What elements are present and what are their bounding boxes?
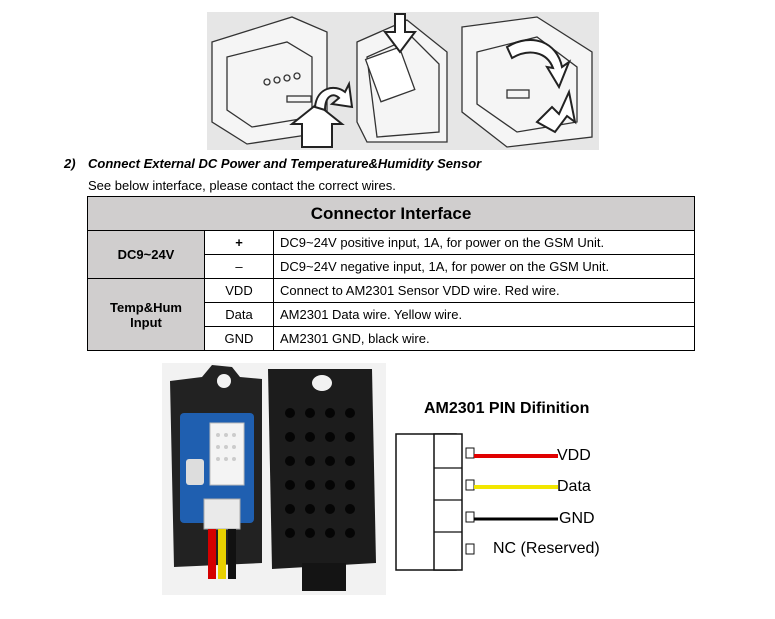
group-dc-power: DC9~24V xyxy=(87,230,205,279)
sim-install-illustration xyxy=(207,12,599,150)
arrow-up-icon xyxy=(289,80,354,148)
pin-cell: + xyxy=(204,230,274,255)
arrow-down-icon xyxy=(383,13,417,54)
closed-sensor-housing xyxy=(268,369,376,591)
table-row: GND AM2301 GND, black wire. xyxy=(88,326,695,351)
section-heading: 2) Connect External DC Power and Temperat… xyxy=(64,156,481,171)
table-title-row: Connector Interface xyxy=(87,196,695,231)
section-number: 2) xyxy=(64,156,76,171)
table-row: Temp&Hum Input VDD Connect to AM2301 Sen… xyxy=(87,278,695,351)
pin-connector-diagram xyxy=(395,433,558,571)
description-cell: AM2301 GND, black wire. xyxy=(273,326,695,351)
group-temp-hum: Temp&Hum Input xyxy=(87,278,205,351)
section-heading-text: Connect External DC Power and Temperatur… xyxy=(88,156,482,171)
pin-definition-title: AM2301 PIN Difinition xyxy=(424,400,590,417)
pin-cell: – xyxy=(204,254,274,279)
rotate-arrow-icon xyxy=(505,38,577,134)
pin-cell: GND xyxy=(204,326,274,351)
table-row: DC9~24V + DC9~24V positive input, 1A, fo… xyxy=(87,230,695,279)
table-title: Connector Interface xyxy=(87,196,695,231)
description-cell: AM2301 Data wire. Yellow wire. xyxy=(273,302,695,327)
group-temp-hum-label: Temp&Hum Input xyxy=(110,299,182,330)
pin-cell: Data xyxy=(204,302,274,327)
description-cell: DC9~24V positive input, 1A, for power on… xyxy=(273,230,695,255)
open-sensor-housing xyxy=(170,365,262,579)
pin-label-vdd: VDD xyxy=(557,447,591,464)
pin-label-data: Data xyxy=(557,478,591,495)
connector-interface-table: Connector Interface DC9~24V + DC9~24V po… xyxy=(87,196,695,351)
pin-label-nc: NC (Reserved) xyxy=(493,540,600,557)
sim-step-2-panel xyxy=(356,19,448,143)
description-cell: Connect to AM2301 Sensor VDD wire. Red w… xyxy=(273,278,695,303)
section-subtitle: See below interface, please contact the … xyxy=(88,178,396,193)
pin-label-gnd: GND xyxy=(559,510,595,527)
description-cell: DC9~24V negative input, 1A, for power on… xyxy=(273,254,695,279)
am2301-sensor-photo xyxy=(162,363,386,595)
pin-cell: VDD xyxy=(204,278,274,303)
